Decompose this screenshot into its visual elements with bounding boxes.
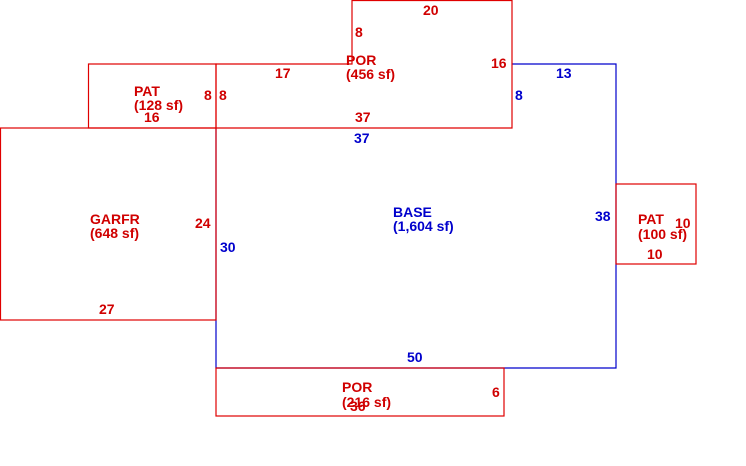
por-top-dim-left: 8 bbox=[355, 24, 363, 40]
pat-left-area: (128 sf) bbox=[134, 97, 183, 113]
por-bottom-dim-right: 6 bbox=[492, 384, 500, 400]
garfr-dim-right: 24 bbox=[195, 215, 211, 231]
base-dim-top-right: 13 bbox=[556, 65, 572, 81]
por-bottom-area: (216 sf) bbox=[342, 394, 391, 410]
pat-right-name: PAT bbox=[638, 211, 664, 227]
por-top-dim-left-side: 8 bbox=[219, 87, 227, 103]
garfr-area: (648 sf) bbox=[90, 225, 139, 241]
pat-right-dim-bottom: 10 bbox=[647, 246, 663, 262]
pat-left-dim-right: 8 bbox=[204, 87, 212, 103]
base-dim-top: 37 bbox=[354, 130, 370, 146]
por-top-area: (456 sf) bbox=[346, 66, 395, 82]
base-dim-left: 30 bbox=[220, 239, 236, 255]
base-area: (1,604 sf) bbox=[393, 218, 454, 234]
pat-right-dim-right: 10 bbox=[675, 215, 691, 231]
base-dim-right: 38 bbox=[595, 208, 611, 224]
por-top-dim-bottom: 37 bbox=[355, 109, 371, 125]
por-top-dim-inner-top: 17 bbox=[275, 65, 291, 81]
por-bottom-dim-bottom: 36 bbox=[350, 398, 366, 414]
garfr-dim-bottom: 27 bbox=[99, 301, 115, 317]
base-name: BASE bbox=[393, 204, 432, 220]
por-top-name: POR bbox=[346, 52, 376, 68]
por-top-outline bbox=[215, 0, 513, 129]
base-dim-notch: 8 bbox=[515, 87, 523, 103]
pat-right-outline bbox=[615, 183, 697, 265]
base-dim-bottom: 50 bbox=[407, 349, 423, 365]
por-top-dim-right: 16 bbox=[491, 55, 507, 71]
por-top-dim-top: 20 bbox=[423, 2, 439, 18]
pat-right-area: (100 sf) bbox=[638, 226, 687, 242]
pat-left-name: PAT bbox=[134, 83, 160, 99]
por-bottom-name: POR bbox=[342, 379, 372, 395]
por-bottom-outline bbox=[215, 367, 505, 417]
pat-left-dim-bottom: 16 bbox=[144, 109, 160, 125]
garfr-name: GARFR bbox=[90, 211, 140, 227]
